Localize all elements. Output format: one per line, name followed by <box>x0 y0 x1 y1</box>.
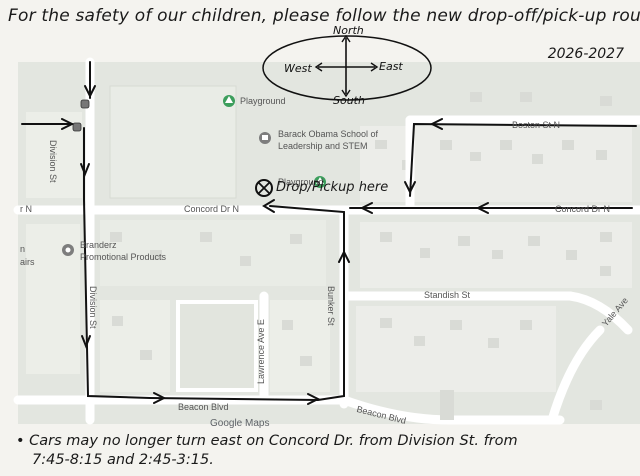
street-division-top: Division St <box>48 140 58 183</box>
street-concord-right: Concord Dr N <box>555 204 611 214</box>
compass <box>262 34 432 101</box>
street-standish: Standish St <box>424 290 471 300</box>
edge-label-airs: airs <box>20 257 35 267</box>
compass-south-label: South <box>333 94 365 107</box>
edge-label-n: n <box>20 244 26 254</box>
compass-west-label: West <box>284 62 312 75</box>
dropoff-marker <box>255 179 273 197</box>
compass-north-label: North <box>333 24 364 37</box>
street-concord-left: Concord Dr N <box>184 204 240 214</box>
branderz-name-line1: Branderz <box>80 240 117 250</box>
route-path <box>21 61 637 402</box>
school-name-line2: Leadership and STEM <box>278 141 368 151</box>
footer-note-line1: • Cars may no longer turn east on Concor… <box>16 433 518 449</box>
school-name-line1: Barack Obama School of <box>278 129 379 139</box>
compass-east-label: East <box>379 60 403 73</box>
street-boston: Boston St N <box>512 120 561 130</box>
school-year: 2026-2027 <box>547 46 624 62</box>
street-division-bottom: Division St <box>88 286 98 329</box>
playground-marker-top <box>223 95 235 107</box>
page-title: For the safety of our children, please f… <box>8 6 640 26</box>
school-marker <box>259 132 271 144</box>
footer-note-line2: 7:45-8:15 and 2:45-3:15. <box>32 452 214 468</box>
branderz-name-line2: Promotional Products <box>80 252 167 262</box>
street-concord-edge: r N <box>20 204 32 214</box>
street-bunker: Bunker St <box>326 286 336 326</box>
dropoff-label: Drop/Pickup here <box>276 180 389 195</box>
footer-note: • Cars may no longer turn east on Concor… <box>16 432 518 470</box>
street-beacon-left: Beacon Blvd <box>178 402 229 412</box>
map-attribution: Google Maps <box>210 418 270 429</box>
playground-label-mid: Playground <box>278 177 324 187</box>
playground-label-top: Playground <box>240 96 286 106</box>
playground-marker-mid <box>314 176 326 188</box>
street-lawrence: Lawrence Ave E <box>256 319 266 384</box>
branderz-marker <box>62 244 74 256</box>
